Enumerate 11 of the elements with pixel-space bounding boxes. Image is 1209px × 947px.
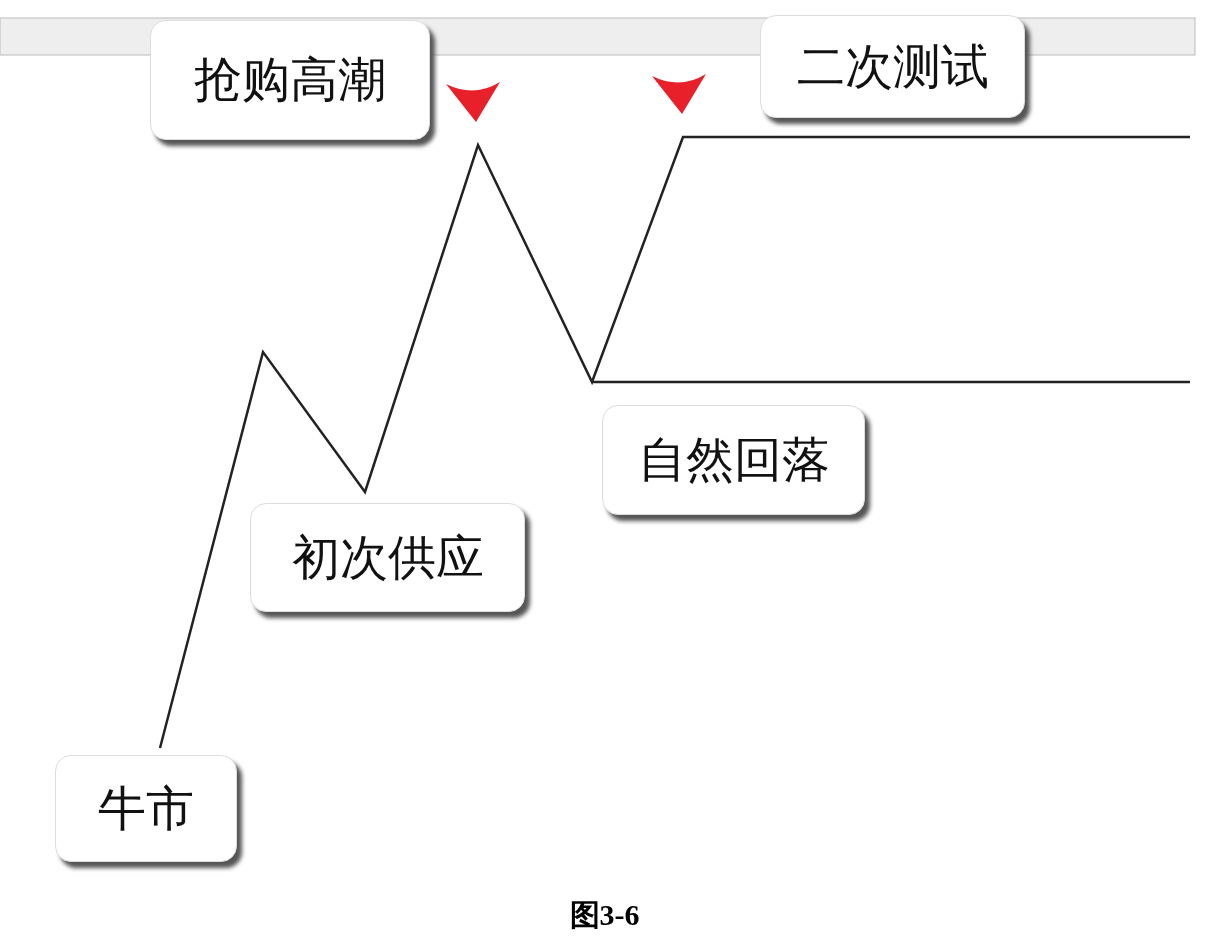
phase-label: 二次测试 (796, 36, 989, 96)
label-box (760, 15, 1025, 118)
figure-caption: 图3-6 (569, 898, 640, 931)
phase-label: 初次供应 (291, 527, 484, 587)
label-box (602, 405, 865, 515)
phase-label: 牛市 (98, 778, 194, 838)
phase-label: 抢购高潮 (194, 50, 386, 109)
label-box (250, 503, 525, 612)
label-box (55, 755, 237, 862)
phase-label: 自然回落 (637, 430, 830, 489)
label-box (150, 20, 430, 140)
